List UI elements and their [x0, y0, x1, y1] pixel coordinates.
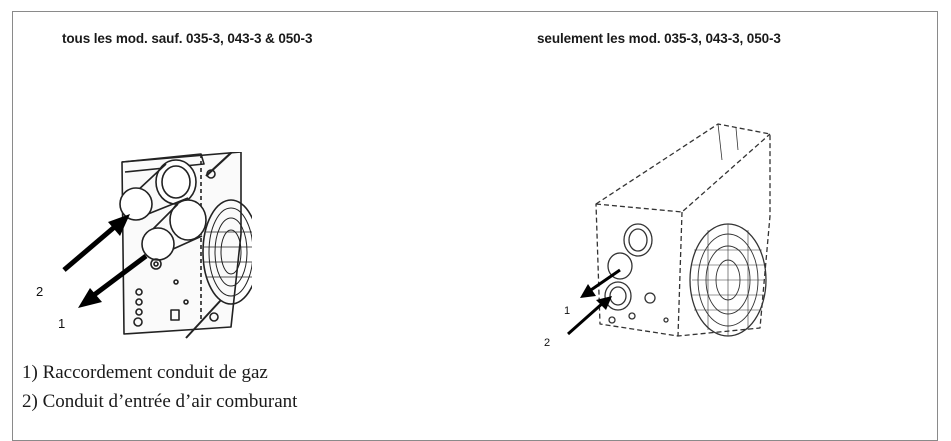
caption-right: seulement les mod. 035-3, 043-3, 050-3 [537, 31, 781, 46]
caption-left: tous les mod. sauf. 035-3, 043-3 & 050-3 [62, 31, 313, 46]
callout-2-left: 2 [36, 284, 43, 299]
legend-item-2: 2) Conduit d’entrée d’air comburant [22, 391, 298, 412]
callout-1-right: 1 [564, 305, 570, 317]
heater-illustration-left: 2 1 [36, 152, 252, 339]
heater-illustration-right: 1 2 [544, 123, 771, 349]
legend-item-1: 1) Raccordement conduit de gaz [22, 362, 268, 383]
callout-1-left: 1 [58, 316, 65, 331]
callout-2-right: 2 [544, 337, 550, 349]
